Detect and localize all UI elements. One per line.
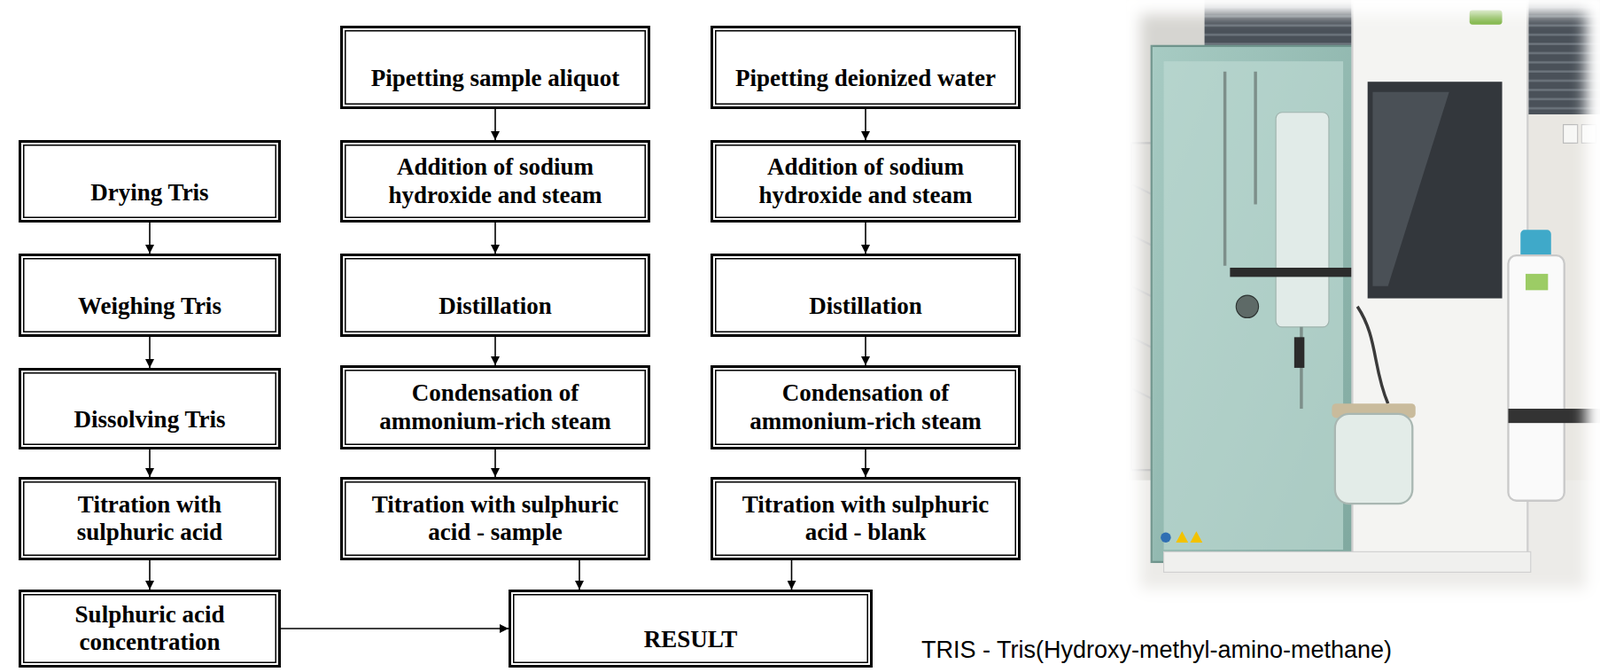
process-box: Pipetting deionized water — [710, 25, 1021, 109]
flow-arrow — [864, 449, 867, 477]
flow-arrow — [864, 108, 867, 140]
process-box: Pipetting sample aliquot — [340, 25, 651, 109]
process-box: Condensation of ammonium-rich steam — [340, 365, 651, 450]
warning-icon — [1189, 530, 1203, 543]
box-label: Condensation of ammonium-rich steam — [365, 379, 625, 435]
box-label: Pipetting deionized water — [735, 64, 996, 93]
glass-vessel — [1335, 413, 1413, 504]
glass-inner — [1164, 61, 1344, 550]
box-label: Pipetting sample aliquot — [371, 64, 621, 93]
flow-arrow — [494, 336, 497, 366]
process-box: Drying Tris — [18, 139, 281, 223]
box-label: Dissolving Tris — [74, 405, 226, 434]
vignette — [1126, 0, 1600, 603]
cable — [1357, 306, 1389, 404]
box-label: Distillation — [808, 292, 923, 320]
footnote-label: TRIS - Tris(Hydroxy-methyl-amino-methane… — [921, 636, 1392, 664]
process-box: Titration with sulphuric acid — [18, 476, 281, 560]
bottle-display — [1525, 273, 1548, 290]
flow-arrow — [791, 559, 793, 590]
process-box: Condensation of ammonium-rich steam — [710, 365, 1021, 450]
tubes — [1225, 71, 1302, 409]
reagent-bottle — [1507, 255, 1564, 501]
box-label: Distillation — [438, 292, 552, 320]
box-label: Titration with sulphuric acid — [43, 490, 257, 546]
box-label: Weighing Tris — [77, 292, 222, 320]
bottle-cap — [1520, 229, 1552, 258]
screen-reflection — [1372, 92, 1449, 287]
info-icon — [1160, 531, 1172, 543]
flow-arrow — [494, 449, 497, 477]
wall — [1126, 0, 1600, 603]
wall-socket — [1563, 124, 1578, 144]
box-label: Titration with sulphuric acid - sample — [359, 490, 631, 546]
instrument-base — [1164, 551, 1531, 572]
flow-arrow — [148, 559, 151, 590]
box-label: Addition of sodium hydroxide and steam — [379, 153, 612, 209]
box-label: Drying Tris — [90, 178, 209, 207]
process-box: Addition of sodium hydroxide and steam — [340, 139, 651, 223]
process-box: Addition of sodium hydroxide and steam — [710, 139, 1021, 223]
process-box: Sulphuric acid concentration — [18, 589, 281, 668]
flow-arrow — [494, 108, 497, 140]
box-label: Titration with sulphuric acid - blank — [730, 490, 1002, 546]
process-box: Distillation — [710, 253, 1021, 337]
glass-column — [1275, 112, 1329, 327]
flow-arrow — [864, 222, 867, 254]
glass-housing — [1151, 46, 1356, 562]
flow-arrow — [148, 336, 151, 368]
process-box: Dissolving Tris — [18, 367, 281, 450]
box-label: RESULT — [644, 625, 738, 653]
box-label: Condensation of ammonium-rich steam — [736, 379, 995, 435]
holder-arm — [1229, 267, 1363, 277]
flow-arrow — [864, 336, 867, 366]
instrument-photo — [1126, 0, 1600, 603]
box-label: Sulphuric acid concentration — [43, 600, 257, 656]
flow-arrow — [578, 559, 581, 590]
clamp — [1294, 336, 1305, 368]
flow-arrow — [494, 222, 497, 254]
box-label: Addition of sodium hydroxide and steam — [749, 153, 982, 209]
warning-icon — [1175, 530, 1189, 543]
process-box: Weighing Tris — [18, 253, 281, 337]
process-box: Titration with sulphuric acid - blank — [710, 476, 1021, 560]
knob — [1235, 295, 1259, 318]
result-box: RESULT — [508, 589, 873, 668]
screen — [1367, 81, 1503, 298]
flow-arrow — [148, 449, 151, 477]
flow-arrow — [280, 627, 509, 630]
flow-arrow — [148, 222, 151, 254]
process-box: Titration with sulphuric acid - sample — [340, 476, 651, 560]
process-box: Distillation — [340, 253, 651, 337]
